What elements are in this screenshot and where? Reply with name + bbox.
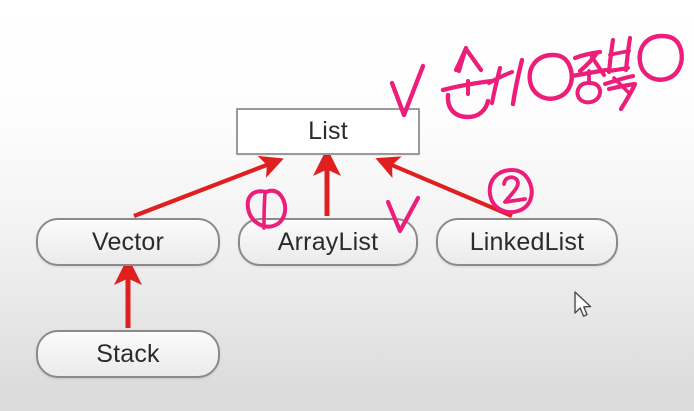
node-vector-label: Vector xyxy=(91,227,165,256)
node-arraylist-label: ArrayList xyxy=(277,227,379,256)
mouse-pointer-icon xyxy=(574,291,592,317)
node-stack[interactable]: Stack xyxy=(36,330,220,378)
node-list[interactable]: List xyxy=(236,108,420,155)
edge-linkedlist-to-list xyxy=(375,156,513,218)
node-vector[interactable]: Vector xyxy=(36,218,220,266)
annotation-note-order xyxy=(440,45,574,120)
node-stack-label: Stack xyxy=(96,339,160,368)
annotation-note-duplicate xyxy=(569,33,684,112)
node-arraylist[interactable]: ArrayList xyxy=(238,218,418,266)
edge-vector-to-list xyxy=(133,155,284,218)
node-linkedlist[interactable]: LinkedList xyxy=(436,218,618,266)
node-list-label: List xyxy=(308,117,348,145)
node-linkedlist-label: LinkedList xyxy=(469,227,585,256)
annotation-circled-two xyxy=(487,168,534,214)
